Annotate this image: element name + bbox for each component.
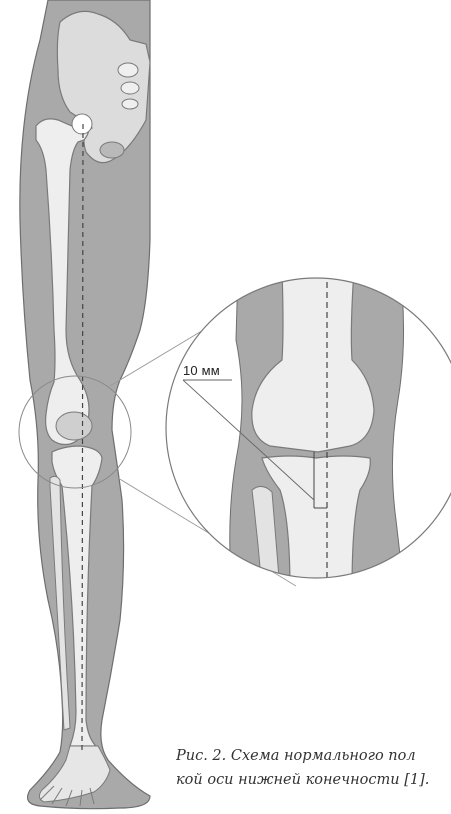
sacral-vertebra	[121, 82, 139, 94]
knee-zoom-view	[160, 270, 451, 590]
femoral-head	[72, 114, 92, 134]
sacral-vertebra	[122, 99, 138, 109]
figure-caption: Рис. 2. Схема нормального пол кой оси ни…	[176, 744, 451, 792]
obturator-foramen	[100, 142, 124, 158]
caption-line-1: Рис. 2. Схема нормального пол	[176, 744, 451, 768]
patella	[56, 412, 92, 440]
sacral-vertebra	[118, 63, 138, 77]
measurement-label: 10 мм	[183, 363, 220, 378]
caption-line-2: кой оси нижней конечности [1].	[176, 768, 451, 792]
